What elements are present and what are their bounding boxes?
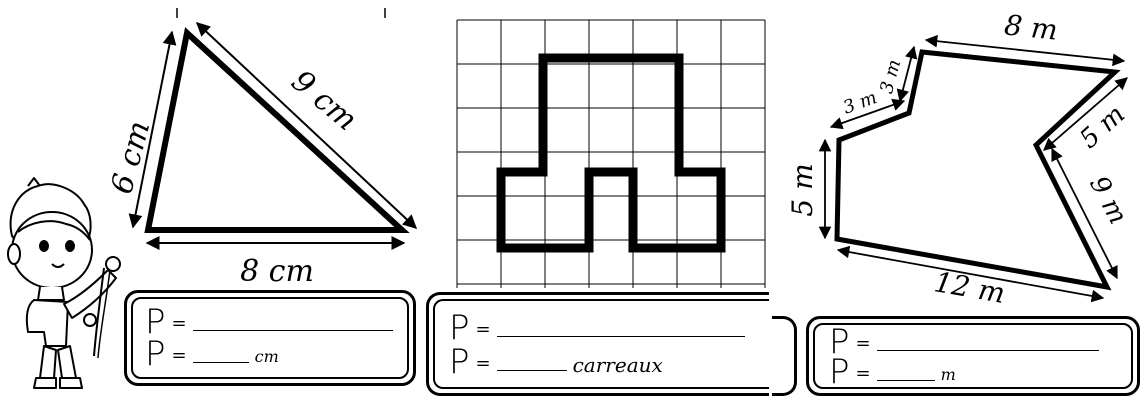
answer-blank-line[interactable] [496,369,567,371]
dimension-arrow-top [924,34,1126,67]
polygon-answer-row-1: P = [829,322,1099,362]
dimension-arrow-bottom [836,245,1105,303]
perimeter-symbol: P [449,308,470,348]
polygon-side-left-label: 5 m [786,163,819,216]
answer-blank-line[interactable] [876,379,935,381]
grid-answer-row-2: P = carreaux [449,342,663,382]
grid-answer-box: P = P = carreaux [426,292,769,396]
triangle-answer-row-2: P = cm [145,334,279,374]
triangle-figure: 6 cm 9 cm 8 cm [104,22,418,289]
perimeter-symbol: P [145,302,166,342]
unit-label: m [940,365,956,384]
box-fragment [772,316,797,396]
grid-shape-outline [496,53,726,253]
perimeter-symbol: P [145,334,166,374]
triangle-answer-box: P = P = cm [124,290,416,386]
triangle-side-left-label: 6 cm [104,117,157,197]
polygon-side-right-upper-label: 5 m [1074,99,1131,154]
polygon-answer-row-2: P = m [829,352,956,392]
dimension-arrow-right-upper [1043,77,1128,151]
triangle-answer-box-inner [131,297,409,379]
triangle-answer-row-1: P = [145,302,393,342]
polygon-side-top-label: 8 m [1003,8,1059,46]
equals-sign: = [171,313,187,334]
triangle-side-hyp-label: 9 cm [285,64,364,138]
unit-label: cm [254,347,279,366]
dimension-arrow-small2 [896,45,918,103]
dimension-arrow-left [128,30,177,229]
equals-sign: = [171,345,187,366]
equals-sign: = [855,333,871,354]
perimeter-symbol: P [829,322,850,362]
polygon-figure: 8 m 3 m 3 m 5 m 5 m 9 m 12 m [786,8,1133,310]
grid-answer-row-1: P = [449,308,745,348]
dimension-arrow-right-lower [1051,147,1118,280]
equals-sign: = [475,319,491,340]
child-with-measuring-tape-illustration [7,177,121,389]
polygon-side-right-lower-label: 9 m [1083,171,1133,229]
grid-figure [456,19,766,288]
perimeter-symbol: P [829,352,850,392]
triangle-side-bottom-label: 8 cm [240,254,314,289]
dimension-arrow-small1 [829,98,906,130]
answer-blank-line[interactable] [192,329,393,331]
perimeter-symbol: P [449,342,470,382]
polygon-side-small1-label: 3 m [840,87,879,118]
unit-label: carreaux [572,353,663,377]
answer-blank-line[interactable] [192,361,249,363]
polygon-side-bottom-label: 12 m [932,265,1008,310]
polygon-answer-box: P = P = m [806,316,1140,396]
polygon-answer-box-inner [813,323,1133,389]
polygon-side-small2-label: 3 m [876,57,905,96]
dimension-arrow-hyp [195,22,418,229]
equals-sign: = [475,353,491,374]
answer-blank-line[interactable] [496,335,745,337]
equals-sign: = [855,363,871,384]
answer-blank-line[interactable] [876,349,1099,351]
grid-answer-box-inner [433,299,769,389]
triangle-shape [144,27,410,233]
